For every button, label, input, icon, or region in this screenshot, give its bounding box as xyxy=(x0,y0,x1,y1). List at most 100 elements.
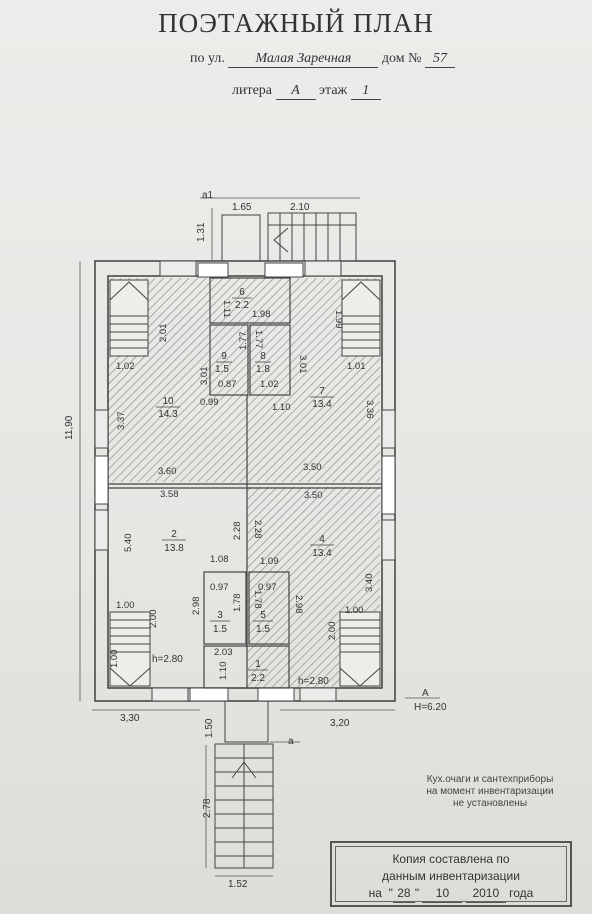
dim-top-d3: 1.31 xyxy=(196,222,207,242)
stair-bottom-right xyxy=(339,611,381,687)
room-8-area: 1.8 xyxy=(256,364,270,375)
dim-st-tl: 2.01 xyxy=(158,324,169,343)
dim-r9-h2: 1.77 xyxy=(238,332,249,351)
room-10-no: 10 xyxy=(162,396,174,407)
dim-stair-w: 1.52 xyxy=(228,879,248,890)
ceiling-height-right: h=2.80 xyxy=(298,676,329,687)
dim-stair-h: 2.78 xyxy=(202,798,213,818)
dim-left-h: 3.37 xyxy=(116,412,127,431)
street-prefix: по ул. xyxy=(190,51,225,66)
stamp-date-line: на "28" 10 2010 года xyxy=(336,885,566,903)
dim-st-tl-w: 1.02 xyxy=(116,361,135,372)
inventory-note: Кух.очаги и сантехприборы на момент инве… xyxy=(405,774,575,810)
stamp-inner: Копия составлена по данным инвентаризаци… xyxy=(335,846,567,903)
dim-r8-w: 1.02 xyxy=(260,379,279,390)
dim-r4-t: 3.50 xyxy=(304,490,323,501)
dim-st-tr: 1.99 xyxy=(333,310,344,329)
windows xyxy=(94,260,396,702)
house-prefix: дом № xyxy=(381,51,422,66)
room-1-no: 1 xyxy=(255,659,261,670)
dim-r3-h2: 1.78 xyxy=(232,594,243,613)
room-7-no: 7 xyxy=(319,386,325,397)
room-8-no: 8 xyxy=(260,351,266,362)
dim-r4-mid-h: 2.28 xyxy=(252,520,263,539)
stamp-day: 28 xyxy=(392,885,415,903)
room-3-area: 1.5 xyxy=(213,624,227,635)
room-labels: 6 2.2 9 1.5 8 1.8 10 14.3 7 13.4 2 13.8 … xyxy=(156,287,334,684)
street-value: Малая Заречная xyxy=(228,51,379,68)
dim-r2-h: 5.40 xyxy=(123,534,134,553)
dim-right-h: 3.36 xyxy=(364,400,375,419)
stair-top-left xyxy=(109,279,149,357)
document-title: ПОЭТАЖНЫЙ ПЛАН xyxy=(158,8,434,38)
dim-r5-w: 0.97 xyxy=(258,582,277,593)
dim-r7-b: 3.50 xyxy=(303,462,322,473)
room-10-area: 14.3 xyxy=(158,409,178,420)
dimension-lines xyxy=(79,197,440,877)
dim-r9-w: 0.87 xyxy=(218,379,237,390)
dim-r10-b: 3.60 xyxy=(158,466,177,477)
note-line-1: Кух.очаги и сантехприборы xyxy=(426,774,554,785)
dim-r3-w: 0.97 xyxy=(210,582,229,593)
dim-r1-w: 2.03 xyxy=(214,647,233,658)
litera-label: литера xyxy=(232,83,273,98)
stair-bottom-left xyxy=(109,611,151,687)
litera-line: литера А этаж 1 xyxy=(232,83,381,100)
room-4-no: 4 xyxy=(319,534,325,545)
house-value: 57 xyxy=(424,51,455,68)
axis-a: a xyxy=(288,736,294,747)
room-5-area: 1.5 xyxy=(256,624,270,635)
room-7-area: 13.4 xyxy=(312,399,332,410)
stamp-month: 10 xyxy=(422,885,463,903)
room-5-no: 5 xyxy=(260,610,266,621)
dim-st-bl-h2: 1.00 xyxy=(109,650,120,669)
dim-r2-mid-h: 2.28 xyxy=(232,522,243,541)
elevation-mark: A xyxy=(422,688,429,699)
dim-st-br-h: 2.00 xyxy=(327,622,338,641)
room-2-area: 13.8 xyxy=(164,543,184,554)
stamp-year: 2010 xyxy=(465,885,506,903)
stamp-line-2: данным инвентаризации xyxy=(382,869,520,883)
room-6-area: 2.2 xyxy=(235,300,249,311)
dim-overall-height: 11,90 xyxy=(64,415,75,440)
copy-stamp: Копия составлена по данным инвентаризаци… xyxy=(330,841,572,907)
dim-bottom-left: 3,30 xyxy=(120,713,140,724)
dim-r6-w: 1.98 xyxy=(252,309,271,320)
room-9-area: 1.5 xyxy=(215,364,229,375)
dim-st-bl-w: 1.00 xyxy=(116,600,135,611)
dim-bottom-right: 3,20 xyxy=(330,718,350,729)
dim-r7-w: 1.10 xyxy=(272,402,291,413)
stamp-line-1: Копия составлена по xyxy=(392,852,510,866)
floor-label: этаж xyxy=(319,83,348,98)
dim-r2-w: 1.08 xyxy=(210,554,229,565)
elevation-value: H=6.20 xyxy=(414,702,447,713)
room-4-area: 13.4 xyxy=(312,548,332,559)
dim-r5-h: 1.78 xyxy=(252,590,263,609)
ceiling-height-left: h=2.80 xyxy=(152,654,183,665)
dim-top-d1: 1.65 xyxy=(232,202,252,213)
dim-r7-h: 3.01 xyxy=(297,355,308,374)
dim-r4-h: 3.40 xyxy=(364,574,375,593)
dim-r5-h2: 2.98 xyxy=(293,595,304,614)
room-1-area: 2.2 xyxy=(251,673,265,684)
room-3-no: 3 xyxy=(217,610,223,621)
stamp-on: на xyxy=(368,886,382,900)
note-line-2: на момент инвентаризации xyxy=(426,786,554,797)
floor-value: 1 xyxy=(350,83,381,100)
stamp-year-suffix: года xyxy=(509,886,534,900)
dim-r10-w: 0.99 xyxy=(200,397,219,408)
hatched-area-upper xyxy=(108,278,380,482)
dim-st-bl-h: 2.00 xyxy=(148,610,159,629)
address-line: по ул. Малая Заречная дом № 57 xyxy=(190,51,455,68)
dim-r3-h: 2.98 xyxy=(191,597,202,616)
dim-r4-w: 1.09 xyxy=(260,556,279,567)
dim-r1-h: 1.10 xyxy=(218,662,229,681)
room-2-no: 2 xyxy=(171,529,177,540)
dim-st-tr-w: 1.01 xyxy=(347,361,366,372)
dim-r9-h: 3.01 xyxy=(199,367,210,386)
room-6-no: 6 xyxy=(239,287,245,298)
stair-top-right xyxy=(341,279,381,357)
room-dimension-labels: 1.11 1.98 2.01 1.02 1.99 1.01 3.01 0.87 … xyxy=(109,300,375,680)
partitions xyxy=(108,277,382,689)
